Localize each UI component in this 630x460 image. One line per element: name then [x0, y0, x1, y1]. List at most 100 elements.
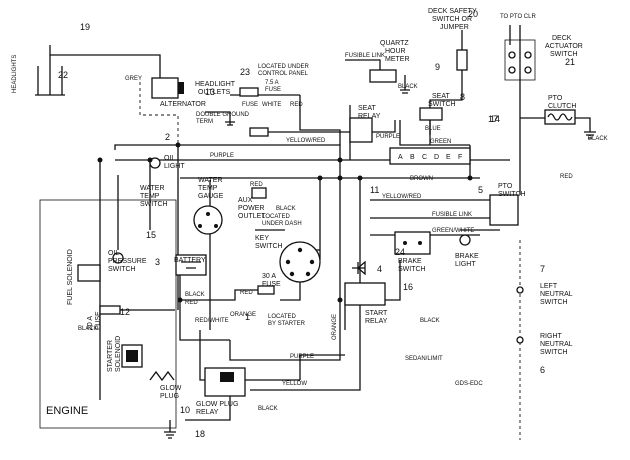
callout-20: 20	[468, 9, 478, 19]
label-wt-gauge-3: GAUGE	[198, 193, 224, 200]
label-black-4: BLACK	[420, 318, 440, 324]
hour-meter	[369, 69, 397, 83]
label-meter-black: BLACK	[398, 84, 418, 90]
fusible-link	[35, 66, 65, 96]
label-fusible-link: FUSIBLE LINK	[345, 53, 385, 59]
label-fuse-20a-2: FUSE	[95, 311, 102, 330]
label-glow-relay-2: RELAY	[196, 409, 219, 416]
relay-block	[389, 147, 471, 165]
relay-pin-f: F	[458, 154, 462, 161]
label-yellow-red-2: YELLOW/RED	[382, 194, 422, 200]
wire-top-bus	[114, 144, 341, 160]
label-oil-light-1: OIL	[164, 155, 175, 162]
label-grey: GREY	[125, 76, 142, 82]
label-orange: ORANGE	[230, 312, 256, 318]
label-headlight-outlets-1: HEADLIGHT	[195, 81, 236, 88]
callout-21: 21	[565, 57, 575, 67]
label-code: GDS-EDC	[455, 381, 483, 387]
wire-relay-glow	[250, 360, 361, 391]
callout-9: 9	[435, 62, 440, 72]
callout-10: 10	[180, 405, 190, 415]
pto-clutch	[544, 109, 576, 125]
label-wt-switch-3: SWITCH	[140, 201, 168, 208]
label-starter-solenoid-1: STARTER	[107, 340, 114, 372]
callout-24: 24	[395, 247, 405, 257]
callout-13: 13	[205, 87, 215, 97]
callout-8: 8	[460, 92, 465, 102]
callout-4: 4	[377, 264, 382, 274]
label-located-dash-2: UNDER DASH	[262, 221, 302, 227]
wire-yellow-up	[299, 354, 345, 380]
seat-switch	[419, 107, 443, 121]
label-deck-actuator-3: SWITCH	[550, 51, 578, 58]
callout-5: 5	[478, 185, 483, 195]
label-wt-gauge-2: TEMP	[198, 185, 218, 192]
label-black-aux: BLACK	[276, 206, 296, 212]
label-seat-switch-2: SWITCH	[428, 101, 456, 108]
label-wt-switch-1: WATER	[140, 185, 165, 192]
label-brake-switch-2: SWITCH	[398, 266, 426, 273]
label-pto-clutch-1: PTO	[548, 95, 563, 102]
label-seat-switch-1: SEAT	[432, 93, 450, 100]
oil-pressure-switch	[112, 252, 124, 264]
callout-23: 23	[240, 67, 250, 77]
ground-symbols	[164, 89, 596, 439]
callout-7: 7	[540, 264, 545, 274]
key-switch	[279, 241, 321, 283]
label-wt-switch-2: TEMP	[140, 193, 160, 200]
engine-box	[39, 199, 177, 429]
label-deck-safety-2: SWITCH OR	[432, 16, 472, 23]
label-fuel-solenoid: FUEL SOLENOID	[67, 249, 74, 305]
callout-3: 3	[155, 257, 160, 267]
label-fuse-7-5a-1: 7.5 A	[265, 80, 279, 86]
wire-battery	[179, 255, 260, 301]
label-yellow-red: YELLOW/RED	[286, 138, 326, 144]
label-oil-pressure-2: PRESSURE	[108, 258, 147, 265]
label-sedan: SEDAN/LIMIT	[405, 356, 443, 362]
label-quartz-1: QUARTZ	[380, 40, 409, 47]
label-aux-1: AUX	[238, 197, 253, 204]
callout-19: 19	[80, 22, 90, 32]
glow-plug-relay	[204, 367, 246, 397]
label-quartz-3: METER	[385, 56, 410, 63]
callout-11: 11	[370, 185, 379, 195]
wire-start-relay-out	[385, 260, 401, 301]
label-red-mid: RED	[250, 182, 263, 188]
label-right-neutral-3: SWITCH	[540, 349, 568, 356]
label-right-neutral-1: RIGHT	[540, 333, 563, 340]
wire-yellow-low	[199, 330, 300, 381]
label-deck-actuator-2: ACTUATOR	[545, 43, 583, 50]
label-quartz-2: HOUR	[385, 48, 406, 55]
label-deck-safety-3: JUMPER	[440, 24, 469, 31]
starter-solenoid	[121, 344, 143, 368]
label-battery: BATTERY	[174, 257, 206, 264]
pto-switch	[489, 194, 519, 226]
label-aux-3: OUTLET	[238, 213, 266, 220]
label-located-under-2: CONTROL PANEL	[258, 71, 309, 77]
glow-plug	[149, 370, 175, 382]
callout-17: 17	[488, 114, 498, 124]
label-located-under-1: LOCATED UNDER	[258, 64, 310, 70]
label-pto-switch-2: SWITCH	[498, 191, 526, 198]
label-fuse-white: WHITE	[262, 102, 281, 108]
label-to-pto-clr: TO PTO CLR	[500, 14, 536, 20]
seat-relay	[349, 117, 373, 143]
label-black-1: BLACK	[78, 326, 98, 332]
label-orange-2: ORANGE	[332, 314, 338, 340]
label-deck-safety-1: DECK SAFETY	[428, 8, 477, 15]
label-deck-actuator-1: DECK	[552, 35, 572, 42]
label-fuse-30a-1: 30 A	[262, 273, 276, 280]
label-located-starter-1: LOCATED	[268, 314, 297, 320]
right-neutral-switch	[516, 336, 524, 344]
label-left-neutral-2: NEUTRAL	[540, 291, 573, 298]
label-brown: BROWN	[410, 176, 433, 182]
relay-pin-a: A	[398, 154, 403, 161]
label-red-2: RED	[185, 300, 198, 306]
label-headlight-outlets-2: OUTLETS	[198, 89, 231, 96]
label-blue-top: BLUE	[425, 126, 441, 132]
wire-fuse-down	[299, 95, 341, 145]
label-key-switch-1: KEY	[255, 235, 269, 242]
label-headlights: HEADLIGHTS	[12, 55, 18, 93]
wire-purple-low	[229, 300, 341, 361]
callout-18: 18	[195, 429, 205, 439]
